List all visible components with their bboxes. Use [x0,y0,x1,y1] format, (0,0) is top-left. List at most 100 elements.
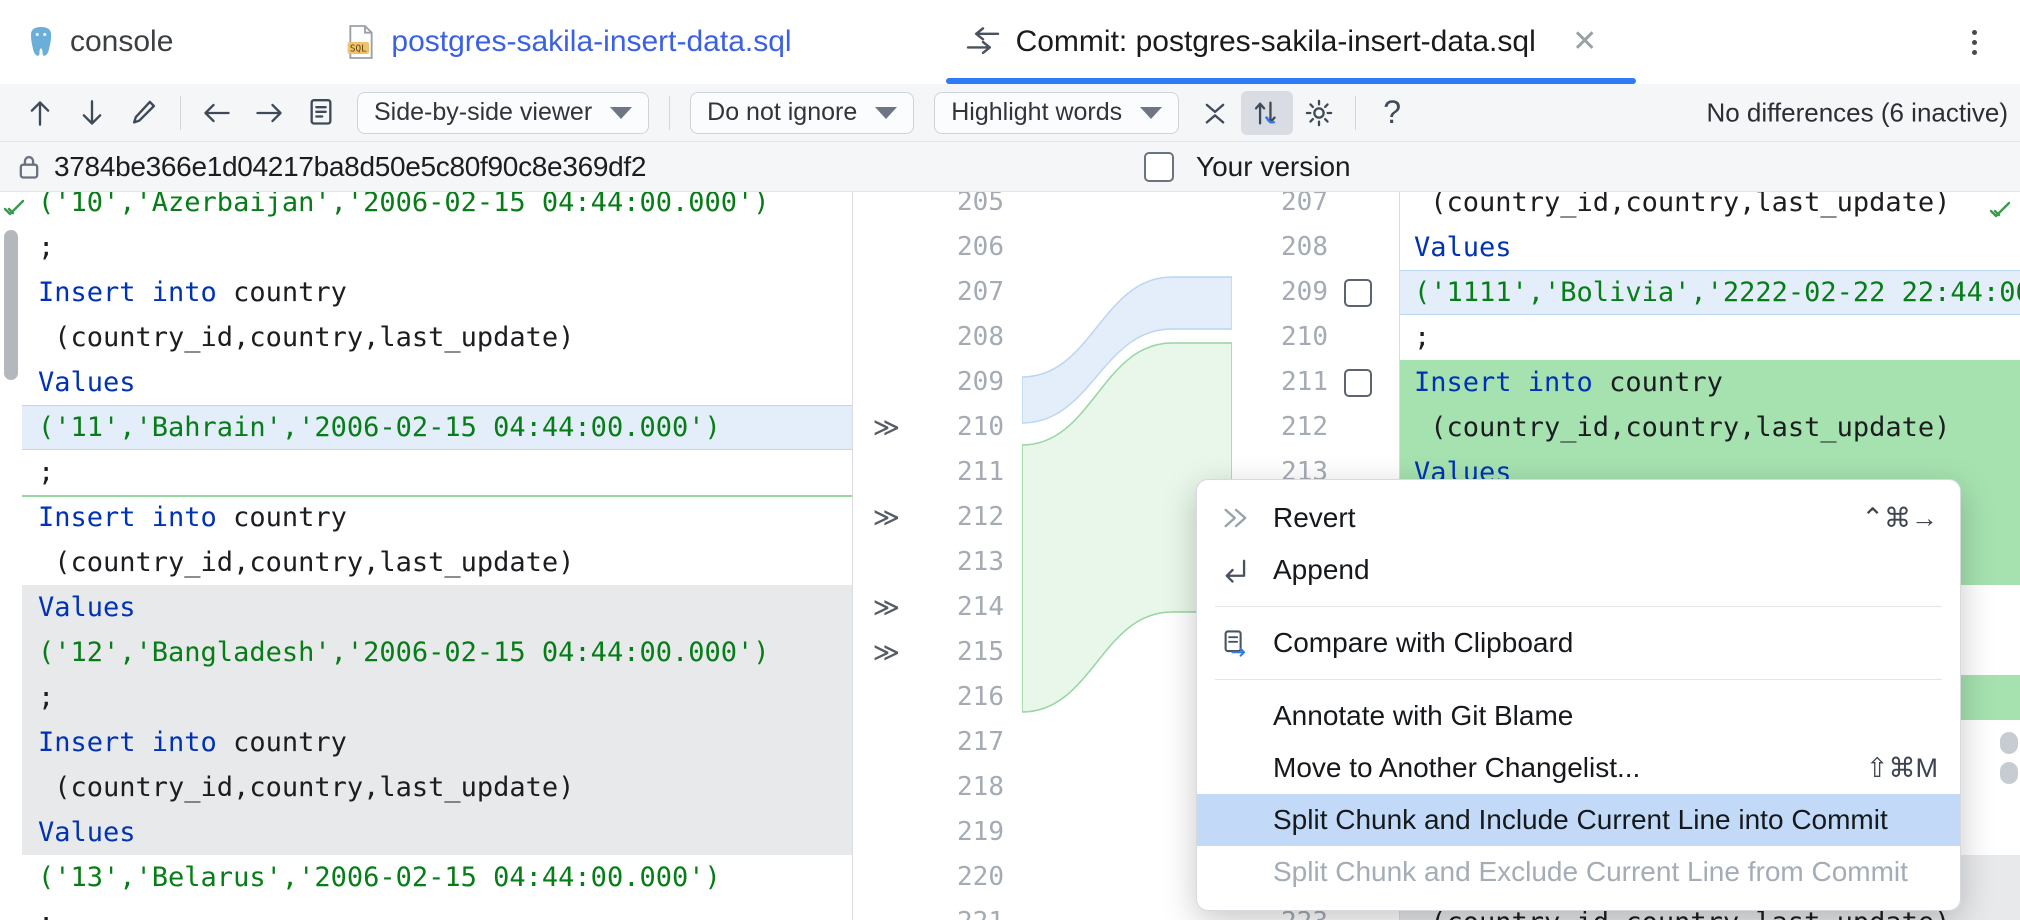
revert-chunk-icon[interactable]: ≫ [872,412,900,442]
your-version-checkbox[interactable] [1144,151,1174,182]
code-line: Values [38,585,838,630]
line-number: 210 [1281,322,1328,352]
menu-icon-placeholder [1219,855,1253,889]
code-token: Values [38,367,136,398]
collapse-unchanged-icon[interactable] [1189,91,1241,135]
code-line: ('12','Bangladesh','2006-02-15 04:44:00.… [38,630,838,675]
code-line: (country_id,country,last_update) [38,315,838,360]
viewer-mode-label: Side-by-side viewer [374,98,593,126]
clipboard-compare-icon [1219,626,1253,660]
menu-item-revert[interactable]: Revert⌃⌘→ [1197,492,1960,544]
code-token: ; [38,682,55,713]
revert-chunk-icon[interactable]: ≫ [872,502,900,532]
code-line: ; [38,225,838,270]
code-token: ; [1414,322,1431,353]
chevron-down-icon [1140,106,1163,119]
diff-status-text: No differences (6 inactive) [1706,97,2008,127]
code-token: ('11','Bahrain','2006-02-15 04:44:00.000… [38,412,721,443]
code-line: ; [38,900,838,920]
line-number: 211 [957,457,1004,487]
valid-check-icon-right [1988,198,2012,222]
code-line: Values [38,360,838,405]
gear-icon[interactable] [1293,91,1345,135]
menu-item-append[interactable]: Append [1197,544,1960,596]
code-token: ('12','Bangladesh','2006-02-15 04:44:00.… [38,637,770,668]
tab-commit-diff[interactable]: Commit: postgres-sakila-insert-data.sql … [938,0,1636,84]
menu-item-shortcut: ⌃⌘→ [1861,502,1938,533]
line-number: 212 [957,502,1004,532]
help-icon[interactable]: ? [1366,91,1418,135]
code-line: (country_id,country,last_update) [38,765,838,810]
synchronize-scroll-icon[interactable] [1241,90,1294,135]
revert-chunk-icon[interactable]: ≫ [872,637,900,667]
line-number: 209 [957,367,1004,397]
menu-item-split-chunk-and-include-current-line-into-commit[interactable]: Split Chunk and Include Current Line int… [1197,794,1960,846]
chevron-down-icon [610,106,633,119]
ignore-mode-dropdown[interactable]: Do not ignore [690,91,915,134]
menu-item-compare-with-clipboard[interactable]: Compare with Clipboard [1197,617,1960,669]
code-token: Values [38,592,136,623]
line-number: 211 [1281,367,1328,397]
tab-console[interactable]: console [0,0,199,84]
menu-item-label: Split Chunk and Include Current Line int… [1273,804,1888,835]
code-line: (country_id,country,last_update) [1414,192,1950,225]
code-line: Insert into country [38,495,838,540]
menu-separator [1215,606,1942,607]
previous-change-icon[interactable] [191,91,243,135]
code-token: country [233,277,347,308]
code-token: Insert into [38,277,234,308]
next-difference-icon[interactable] [66,91,118,135]
code-token: (country_id,country,last_update) [1414,192,1951,218]
editor-tab-bar: console SQL postgres-sakila-insert-data.… [0,0,2020,84]
next-change-icon[interactable] [243,91,295,135]
line-number: 207 [1281,192,1328,217]
your-version-label: Your version [1196,150,1351,182]
toolbar-separator-2 [669,95,671,130]
edit-icon[interactable] [118,91,170,135]
scrollbar-thumb[interactable] [4,230,18,380]
code-line: ; [1414,315,1430,360]
highlight-mode-dropdown[interactable]: Highlight words [934,91,1180,134]
previous-difference-icon[interactable] [14,91,66,135]
pane-headers: 3784be366e1d04217ba8d50e5c80f90c8e369df2… [0,142,2020,192]
menu-item-label: Append [1273,554,1370,585]
highlight-mode-label: Highlight words [951,98,1123,126]
line-number: 207 [957,277,1004,307]
tab-sql-file[interactable]: SQL postgres-sakila-insert-data.sql [319,0,817,84]
line-number: 216 [957,682,1004,712]
code-line: ; [38,675,838,720]
lock-icon [16,153,42,181]
code-token: Insert into [1414,367,1610,398]
chunk-boundary [22,495,1022,497]
left-code-pane[interactable]: ('10','Azerbaijan','2006-02-15 04:44:00.… [22,192,1022,920]
viewer-mode-dropdown[interactable]: Side-by-side viewer [357,91,650,134]
code-token: (country_id,country,last_update) [38,772,575,803]
menu-item-annotate-with-git-blame[interactable]: Annotate with Git Blame [1197,690,1960,742]
menu-separator [1215,679,1942,680]
menu-item-label: Annotate with Git Blame [1273,700,1574,731]
line-number: 221 [914,900,1004,920]
revert-chunk-icon[interactable]: ≫ [872,592,900,622]
menu-icon-placeholder [1219,803,1253,837]
line-number: 217 [957,727,1004,757]
diff-arrow-icon [964,27,1002,57]
right-scrollbar-mark-1[interactable] [2000,732,2018,754]
code-token: ('10','Azerbaijan','2006-02-15 04:44:00.… [38,192,770,218]
menu-item-split-chunk-and-exclude-current-line-from-commit: Split Chunk and Exclude Current Line fro… [1197,846,1960,898]
more-options-icon[interactable] [1954,20,1994,64]
toggle-comments-icon[interactable] [295,91,347,135]
include-line-checkbox[interactable] [1344,369,1372,397]
code-token: ; [38,232,55,263]
close-icon[interactable]: ✕ [1572,25,1598,58]
code-token: ('13','Belarus','2006-02-15 04:44:00.000… [38,862,721,893]
svg-text:SQL: SQL [350,43,367,54]
menu-item-move-to-another-changelist[interactable]: Move to Another Changelist...⇧⌘M [1197,742,1960,794]
line-number: 210 [957,412,1004,442]
right-scrollbar-mark-2[interactable] [2000,762,2018,784]
include-line-checkbox[interactable] [1344,279,1372,307]
code-token: (country_id,country,last_update) [1414,412,1951,443]
code-token: country [233,727,347,758]
